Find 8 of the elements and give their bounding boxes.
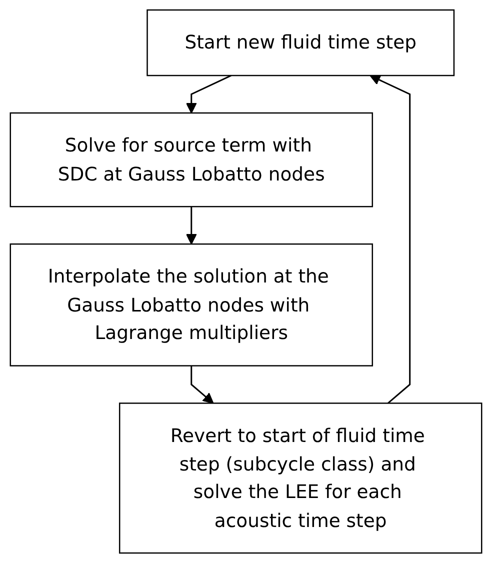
node-box: Solve for source term with SDC at Gauss Lobatto nodes: [10, 112, 374, 208]
arrow: [186, 206, 197, 245]
node-box: Revert to start of fluid time step (subcycle class) and solve the LEE for each acoustic time step: [118, 402, 482, 554]
arrow: [370, 74, 411, 404]
arrow: [186, 74, 232, 114]
node-box: Start new fluid time step: [146, 9, 455, 76]
arrow: [190, 366, 214, 404]
node-box: Interpolate the solution at the Gauss Lobatto nodes with Lagrange multipliers: [10, 243, 374, 366]
